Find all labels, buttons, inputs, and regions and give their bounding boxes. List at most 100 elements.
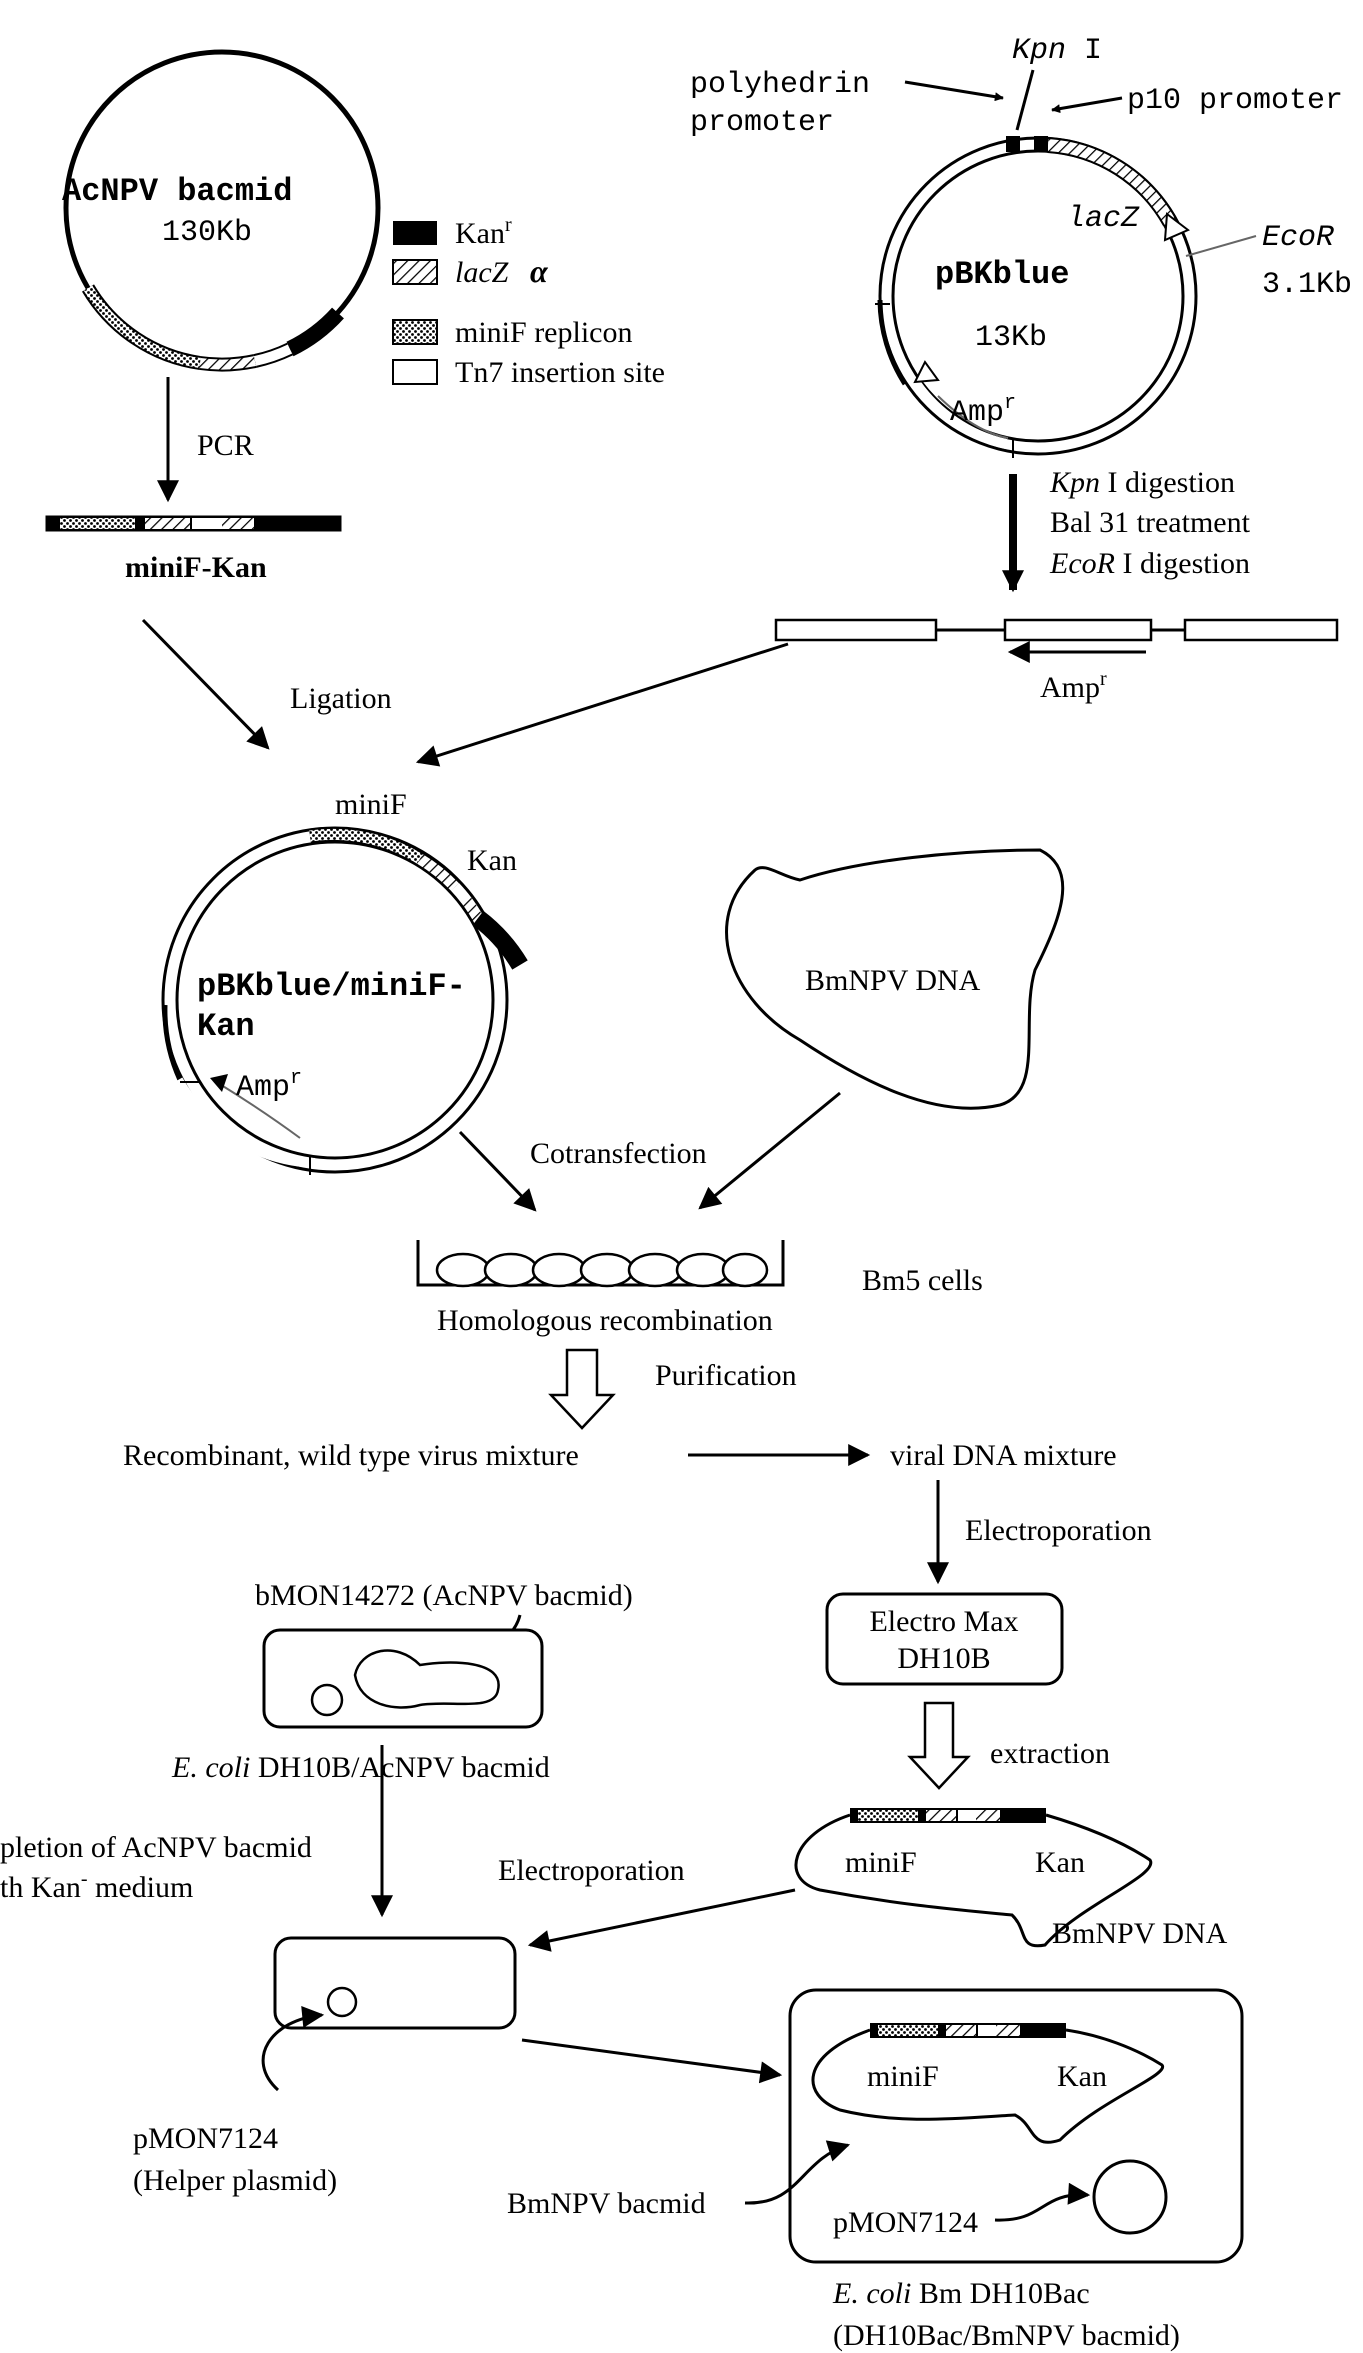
svg-text:E. coli Bm DH10Bac: E. coli Bm DH10Bac (832, 2277, 1090, 2310)
polyhedrin-label-2: promoter (690, 106, 834, 140)
electroporation-label-1: Electroporation (965, 1514, 1152, 1547)
svg-text:th Kan- medium: th Kan- medium (0, 1868, 193, 1904)
ring-lacz-segment (417, 854, 459, 891)
host-cell-box (273, 1936, 517, 2030)
svg-text:Ampr: Ampr (1040, 668, 1107, 704)
ligation-arrow-left (141, 618, 270, 750)
svg-text:E. coli DH10B/AcNPV bacmid: E. coli DH10B/AcNPV bacmid (171, 1751, 550, 1784)
acnpv-minif-segment (81, 284, 202, 370)
polyhedrin-label-1: polyhedrin (690, 68, 870, 102)
ecoli-label: E. coli (171, 1751, 250, 1784)
bmnpv-bacmid-pointer (744, 2140, 851, 2205)
ecor-pointer (1185, 235, 1257, 257)
kpn-pointer (1015, 69, 1035, 131)
cotransfection-label: Cotransfection (530, 1137, 707, 1170)
p10-block (1034, 136, 1048, 152)
fragment-mid-box (1003, 618, 1153, 642)
ecoli-small-circle (310, 1683, 344, 1717)
helper-plasmid-pointer (261, 2005, 325, 2092)
svg-text:Kpn I: Kpn I (1012, 34, 1102, 68)
legend-minif-swatch (392, 319, 438, 345)
legend-tn7-text: Tn7 insertion site (455, 356, 665, 389)
legend: Kanr lacZ α miniF replicon Tn7 insertion… (392, 214, 665, 389)
svg-text:EcoR I digestion: EcoR I digestion (1049, 547, 1250, 580)
pbkblue-lacz: lacZ (1067, 202, 1140, 236)
pmon-label-2: (Helper plasmid) (133, 2164, 337, 2197)
legend-minif-text: miniF replicon (455, 316, 632, 349)
extraction-label: extraction (990, 1737, 1110, 1770)
helper-plasmid-circle (326, 1986, 358, 2018)
purification-arrow (548, 1348, 616, 1430)
pcr-label: PCR (197, 429, 254, 462)
final-label-2: (DH10Bac/BmNPV bacmid) (833, 2319, 1180, 2352)
cotransfection-arrow-right (698, 1091, 841, 1210)
legend-kan-text: Kan (455, 217, 505, 250)
pbkblue-name: pBKblue (935, 256, 1069, 293)
size-3-1-label: 3.1Kb (1262, 268, 1352, 302)
ligation-label: Ligation (290, 682, 392, 715)
pmon-inner-label: pMON7124 (833, 2206, 978, 2239)
depletion-label-1: pletion of AcNPV bacmid (0, 1831, 312, 1864)
pbk-minif-name-2: Kan (197, 1008, 255, 1045)
pbkblue-minif-kan-plasmid: miniF Kan pBKblue/miniF- Kan Ampr (161, 788, 528, 1175)
ligation-arrow-right (415, 642, 789, 767)
mixture-label: Recombinant, wild type virus mixture (123, 1439, 579, 1472)
ring-kan-segment (472, 910, 528, 970)
step-ecor: EcoR (1049, 547, 1115, 580)
electroporation-arrow-2 (527, 1888, 796, 1952)
step-kpn: Kpn (1049, 466, 1100, 499)
extraction-arrow (907, 1701, 971, 1790)
lobe2-minif: miniF (867, 2060, 939, 2093)
ecor-site-label: EcoR (1262, 221, 1334, 255)
fragment-left-box (774, 618, 938, 642)
legend-kan-swatch (393, 221, 437, 245)
electromax-label-1: Electro Max (869, 1605, 1018, 1638)
svg-text:Kanr: Kanr (455, 214, 512, 250)
bmnpv-bacmid-lobe-2: miniF Kan (811, 2023, 1164, 2144)
ring-minif-segment (309, 828, 423, 864)
legend-alpha-text: α (530, 253, 549, 289)
ring-minif-label: miniF (335, 788, 407, 821)
pbk-minif-name-1: pBKblue/miniF- (197, 968, 466, 1005)
pbkblue-amp: Amp (950, 396, 1004, 430)
pbkblue-lacz-segment (1047, 139, 1176, 225)
polyhedrin-pointer (904, 80, 1004, 102)
bmnpv-dna-label-2: BmNPV DNA (1052, 1917, 1228, 1950)
ring-kan-label: Kan (467, 844, 517, 877)
cotransfection-arrow-left (458, 1130, 537, 1212)
digested-fragment: Ampr (774, 618, 1339, 704)
legend-lacz-swatch (392, 259, 438, 285)
ecoli-acnpv-blob (353, 1649, 500, 1709)
bmnpv-dna-blob (725, 848, 1065, 1110)
lobe1-kan: Kan (1035, 1846, 1085, 1879)
minif-kan-fragment (45, 515, 342, 532)
bmon-label: bMON14272 (AcNPV bacmid) (255, 1579, 633, 1612)
acnpv-kan-segment (286, 307, 344, 357)
legend-tn7-swatch (392, 359, 438, 385)
acnpv-size: 130Kb (162, 216, 252, 250)
purification-label: Purification (655, 1359, 797, 1392)
minif-kan-label: miniF-Kan (125, 551, 267, 584)
acnpv-name: AcNPV bacmid (62, 173, 292, 210)
fragment-amp-label: Amp (1040, 671, 1100, 704)
kpn-site-label: Kpn (1012, 34, 1066, 68)
bmnpv-bacmid-label: BmNPV bacmid (507, 2187, 706, 2220)
depletion-label-2: th Kan (0, 1871, 81, 1904)
lobe2-kan: Kan (1057, 2060, 1107, 2093)
final-label-1: E. coli (832, 2277, 911, 2310)
homologous-label: Homologous recombination (437, 1304, 773, 1337)
p10-label: p10 promoter (1127, 84, 1343, 118)
ring-amp-label: Amp (236, 1071, 290, 1105)
svg-text:Kpn I digestion: Kpn I digestion (1049, 466, 1235, 499)
pbkblue-plasmid: lacZ pBKblue 13Kb Ampr (875, 136, 1198, 458)
p10-pointer (1051, 96, 1123, 114)
electromax-label-2: DH10B (897, 1642, 990, 1675)
pbkblue-amp-arrow (937, 395, 1009, 439)
bmnpv-dna-label-1: BmNPV DNA (805, 964, 981, 997)
bm5-label: Bm5 cells (862, 1264, 983, 1297)
final-pmon-circle (1092, 2159, 1168, 2235)
acnpv-bacmid-plasmid: AcNPV bacmid 130Kb (62, 49, 381, 372)
svg-text:Ampr: Ampr (950, 392, 1016, 430)
electroporation-label-2: Electroporation (498, 1854, 685, 1887)
